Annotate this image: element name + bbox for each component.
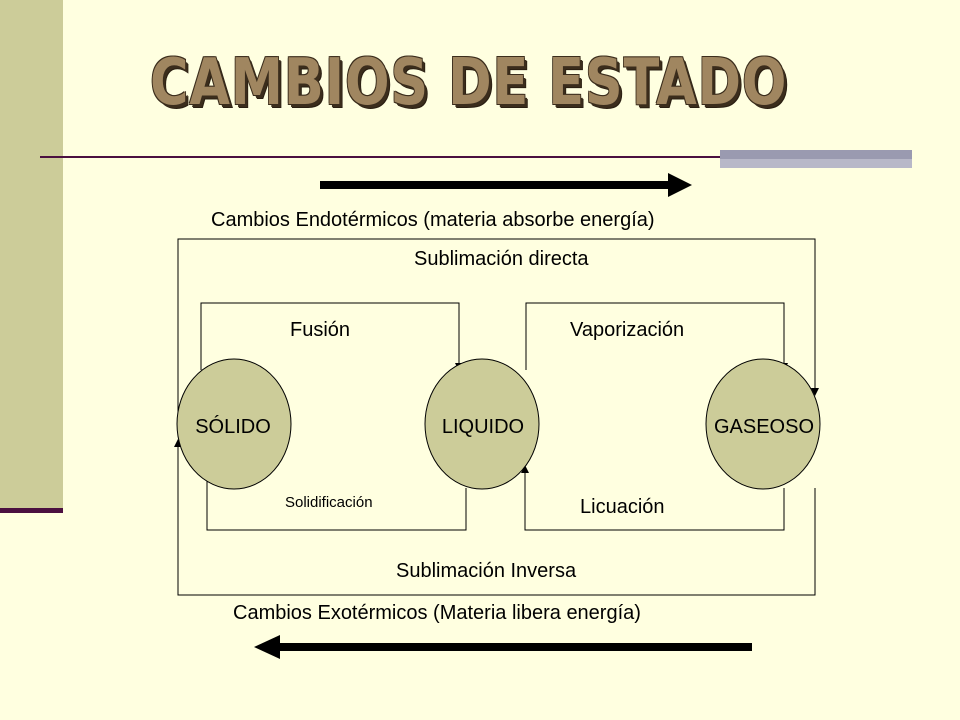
title-rule-block: [720, 150, 912, 168]
vaporization-label: Vaporización: [570, 319, 685, 341]
sublimation-inverse-label: Sublimación Inversa: [396, 560, 577, 582]
solidification-path: [203, 465, 467, 531]
vaporization-path: [525, 302, 788, 371]
endothermic-label: Cambios Endotérmicos (materia absorbe en…: [211, 209, 655, 231]
solid-state-label: SÓLIDO: [195, 416, 271, 438]
sidebar-bar: [0, 0, 63, 510]
gas-state-label: GASEOSO: [713, 416, 815, 438]
sublimation-inverse-path: [174, 439, 816, 596]
solid-state-node: [176, 358, 292, 490]
fusion-label: Fusión: [290, 319, 351, 341]
liquid-state-label: LIQUIDO: [441, 416, 525, 438]
solidification-label: Solidificación: [285, 494, 373, 511]
endothermic-arrow: [320, 173, 692, 197]
liquid-state-node: [424, 358, 540, 490]
exothermic-label: Cambios Exotérmicos (Materia libera ener…: [233, 602, 641, 624]
exothermic-arrow: [254, 635, 752, 659]
sublimation-direct-label: Sublimación directa: [414, 248, 589, 270]
liquefaction-label: Licuación: [580, 496, 665, 518]
liquefaction-path: [521, 465, 785, 531]
sidebar-underline: [0, 508, 63, 513]
sublimation-direct-path: [177, 238, 819, 428]
title-rule: [40, 156, 912, 158]
fusion-path: [200, 302, 463, 371]
gas-state-node: [705, 358, 821, 490]
